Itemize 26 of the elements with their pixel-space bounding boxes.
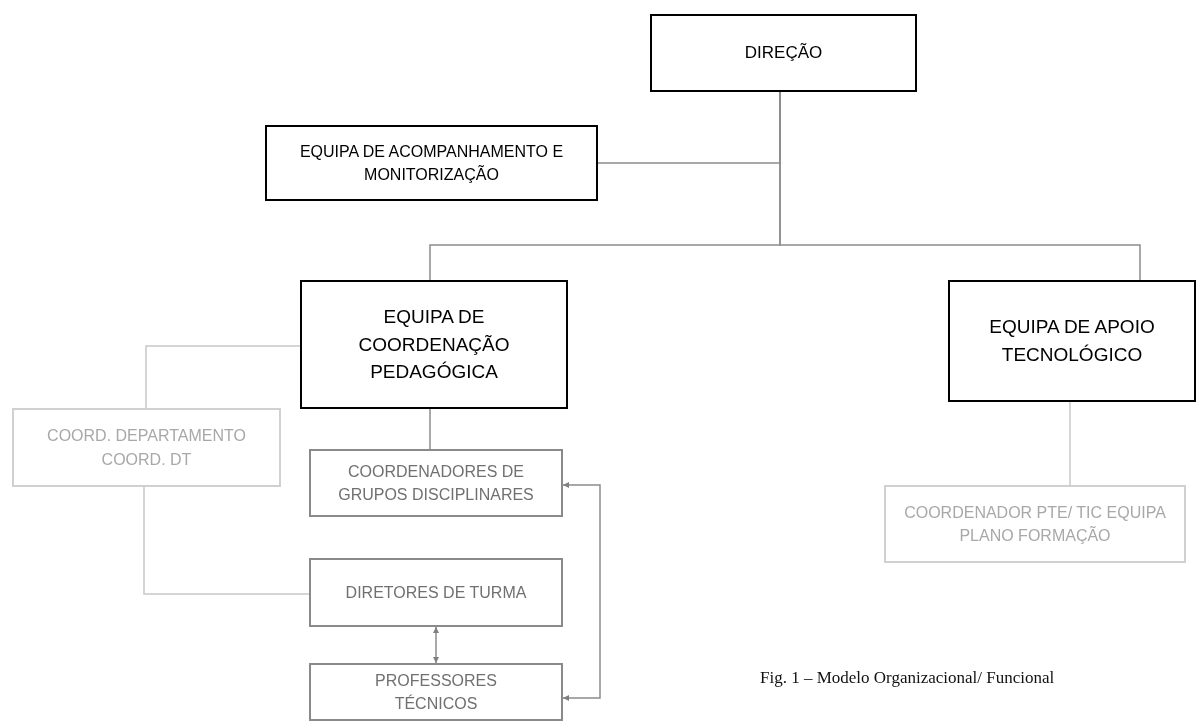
connector-line — [143, 486, 310, 595]
box-label: COORDENADORES DE GRUPOS DISCIPLINARES — [337, 461, 535, 505]
figure-caption: Fig. 1 – Modelo Organizacional/ Funcional — [760, 668, 1055, 688]
box-label: PROFESSORES TÉCNICOS — [374, 670, 498, 714]
connector-line — [429, 408, 431, 450]
box-label: DIRETORES DE TURMA — [345, 582, 527, 603]
org-box — [884, 485, 1186, 563]
connector-line — [779, 91, 1141, 281]
org-box — [948, 280, 1196, 402]
org-box — [265, 125, 598, 201]
org-box — [309, 449, 563, 517]
box-label: COORDENADOR PTE/ TIC EQUIPA PLANO FORMAÇÃO — [903, 502, 1167, 546]
org-box — [309, 558, 563, 627]
org-box — [650, 14, 917, 92]
org-box — [12, 408, 281, 487]
box-label: COORD. DEPARTAMENTO COORD. DT — [46, 426, 247, 470]
box-label: EQUIPA DE APOIO TECNOLÓGICO — [988, 315, 1156, 367]
arrow — [562, 482, 601, 701]
connector-line — [1069, 401, 1071, 486]
connector-line — [145, 345, 301, 409]
org-box — [300, 280, 568, 409]
box-label: EQUIPA DE COORDENAÇÃO PEDAGÓGICA — [357, 305, 511, 385]
box-label: DIREÇÃO — [744, 41, 823, 64]
org-box — [309, 663, 563, 721]
arrow — [433, 626, 439, 664]
box-label: EQUIPA DE ACOMPANHAMENTO E MONITORIZAÇÃO — [298, 141, 565, 185]
